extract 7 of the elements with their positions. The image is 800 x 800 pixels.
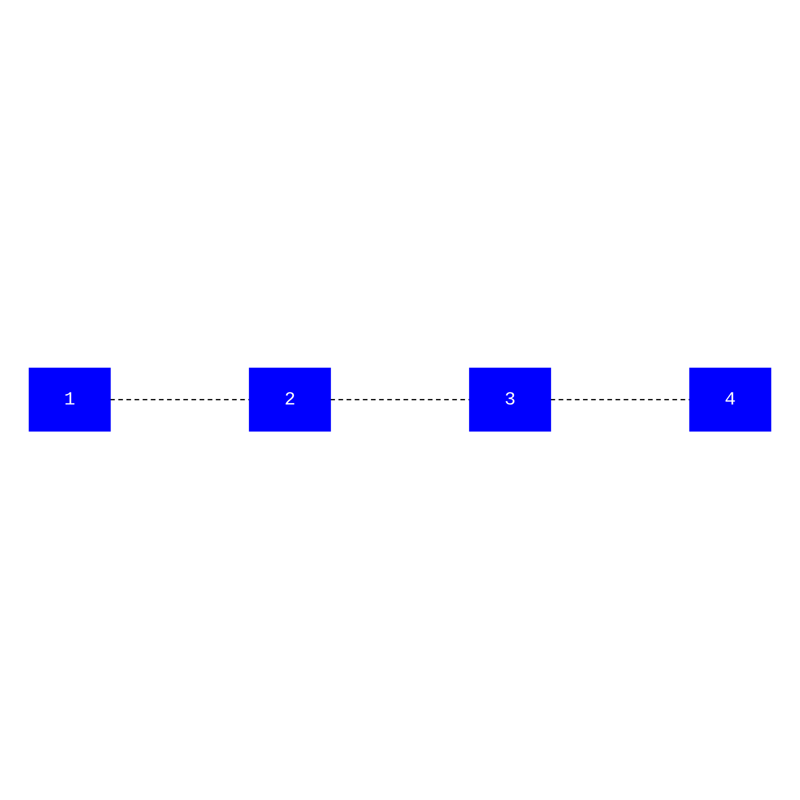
node-box: 4 bbox=[689, 368, 772, 432]
connector bbox=[110, 399, 250, 401]
connector bbox=[330, 399, 470, 401]
node-box: 3 bbox=[469, 368, 552, 432]
connector bbox=[550, 399, 690, 401]
node-box: 1 bbox=[28, 368, 111, 432]
node-box: 2 bbox=[248, 368, 331, 432]
